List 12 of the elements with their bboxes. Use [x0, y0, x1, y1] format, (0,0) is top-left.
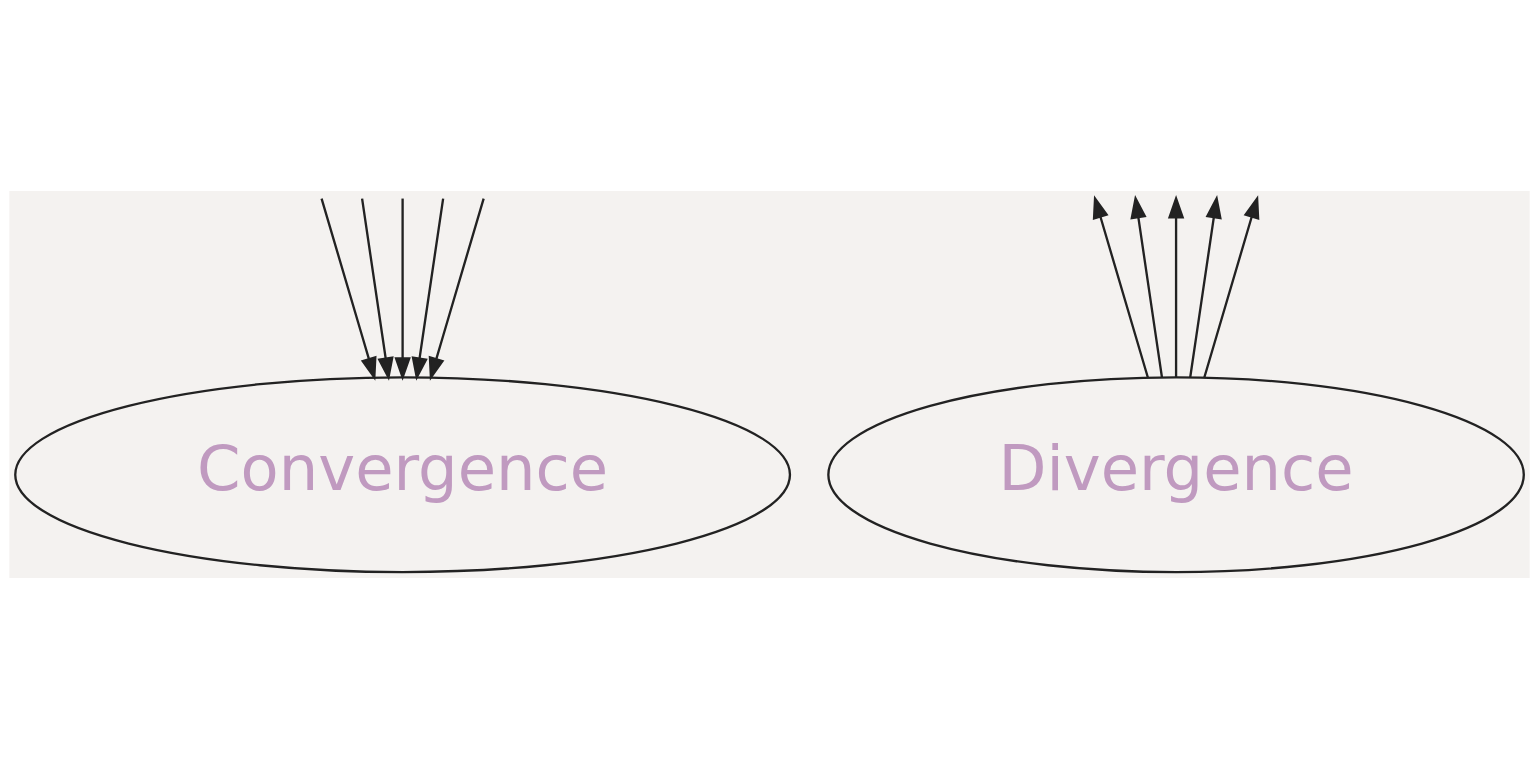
node-ellipse: Convergence [14, 375, 792, 573]
arrow [1130, 194, 1164, 377]
arrow [394, 198, 411, 381]
arrow [1189, 194, 1222, 377]
arrow [1203, 194, 1260, 378]
arrow [411, 197, 445, 381]
arrow [360, 197, 394, 381]
arrow [320, 197, 377, 381]
node-ellipse: Divergence [827, 375, 1525, 573]
arrow [1167, 194, 1185, 377]
arrow [1092, 194, 1150, 378]
arrow [428, 197, 485, 381]
